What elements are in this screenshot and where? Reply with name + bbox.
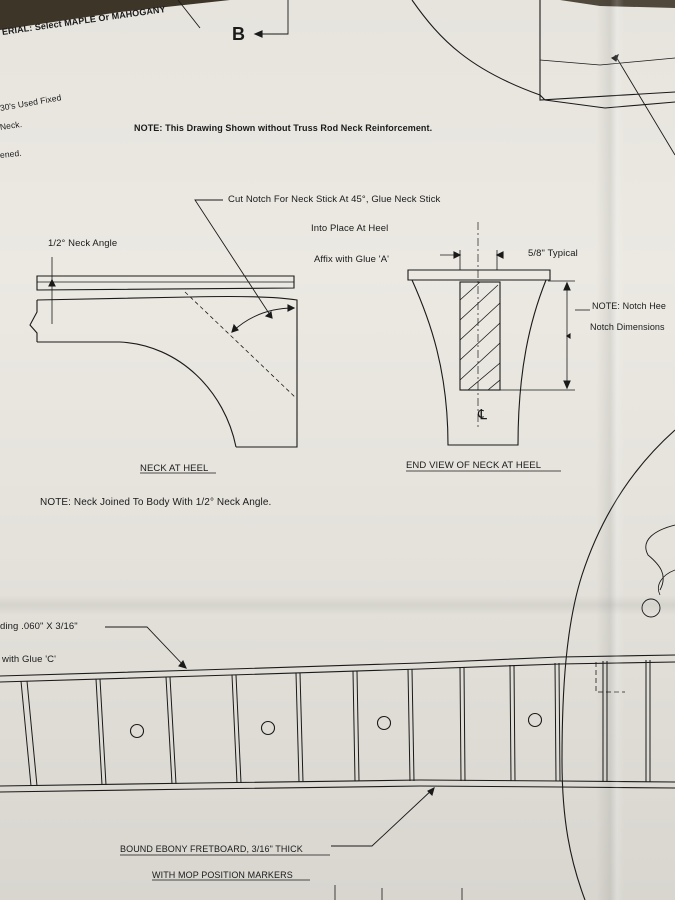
- fretboard-leader: [120, 786, 435, 881]
- centerline-symbol: ℄: [478, 406, 488, 422]
- fretboard: [0, 654, 675, 793]
- truss-rod-note: NOTE: This Drawing Shown without Truss R…: [134, 123, 433, 133]
- bottom-ticks: [334, 885, 463, 900]
- side-note-line-3: ened.: [0, 147, 23, 160]
- notch-note-line-2: Notch Dimensions: [590, 322, 665, 332]
- section-b-label: B: [232, 24, 246, 44]
- end-view-caption: END VIEW OF NECK AT HEEL: [406, 460, 542, 471]
- affix-glue-a: Affix with Glue 'A': [314, 254, 390, 265]
- body-outline-top: [411, 0, 675, 156]
- section-b-leader: [177, 0, 289, 38]
- neck-at-heel-caption: NECK AT HEEL: [140, 463, 209, 474]
- body-outline-right: [561, 429, 675, 900]
- binding-leader: [105, 626, 187, 669]
- neck-end-view: [407, 222, 590, 446]
- mop-markers-label: WITH MOP POSITION MARKERS: [152, 870, 293, 880]
- position-marker: [129, 723, 145, 739]
- glue-c-label: with Glue 'C': [2, 654, 57, 665]
- fretboard-label: BOUND EBONY FRETBOARD, 3/16" THICK: [120, 844, 303, 854]
- neck-heel-side-view: [29, 257, 298, 448]
- binding-label: ding .060" X 3/16": [0, 621, 78, 632]
- neck-joined-note: NOTE: Neck Joined To Body With 1/2° Neck…: [40, 497, 272, 508]
- cut-notch-text-2: Into Place At Heel: [311, 223, 389, 234]
- position-marker: [260, 720, 276, 736]
- position-marker: [376, 715, 392, 731]
- notch-note-line-1: NOTE: Notch Hee: [592, 301, 667, 311]
- neck-angle-label: 1/2° Neck Angle: [48, 238, 118, 249]
- position-marker: [527, 712, 543, 728]
- cut-notch-text-1: Cut Notch For Neck Stick At 45°, Glue Ne…: [228, 194, 441, 205]
- cut-notch-leader: [194, 199, 273, 319]
- typical-dimension: 5/8" Typical: [528, 248, 578, 259]
